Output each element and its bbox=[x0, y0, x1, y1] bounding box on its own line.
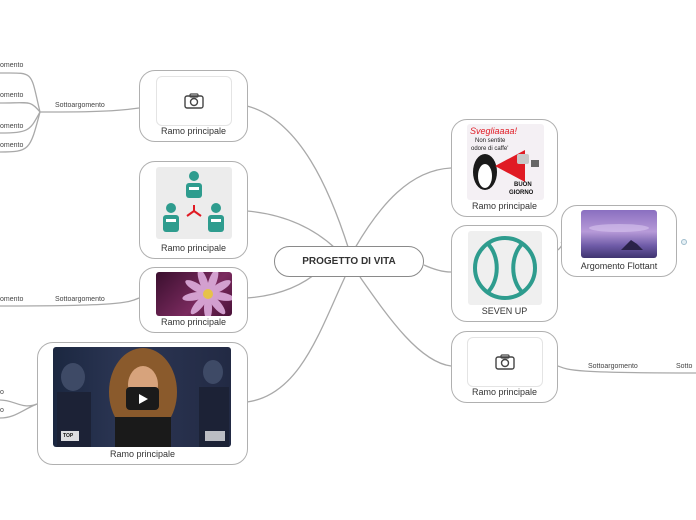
camera-icon bbox=[495, 354, 515, 370]
image-text-line: GIORNO bbox=[509, 190, 534, 196]
subtopic-label[interactable]: omento bbox=[0, 296, 24, 303]
image-placeholder bbox=[467, 337, 543, 387]
main-branch-flower[interactable]: Ramo principale bbox=[139, 267, 248, 333]
connector bbox=[0, 399, 38, 407]
image-text-line: BUON bbox=[514, 182, 532, 188]
subtopic-label[interactable]: omento bbox=[0, 123, 24, 130]
connector bbox=[0, 72, 41, 113]
branch-label: SEVEN UP bbox=[481, 306, 528, 316]
flower-image bbox=[156, 272, 232, 316]
collapse-handle[interactable] bbox=[681, 239, 687, 245]
subtopic-label[interactable]: Sottoargomento bbox=[55, 296, 105, 303]
flower-graphic bbox=[182, 272, 232, 316]
connector bbox=[557, 365, 696, 374]
tennis-ball-image bbox=[468, 231, 542, 305]
connector bbox=[423, 264, 452, 273]
branch-label: Ramo principale bbox=[471, 387, 538, 397]
subtopic-label[interactable]: omento bbox=[0, 92, 24, 99]
subtopic-label[interactable]: omento bbox=[0, 142, 24, 149]
main-branch-sveglia[interactable]: Svegliaaaa! Non sentite odore di caffe' … bbox=[451, 119, 558, 217]
main-branch-seven-up[interactable]: SEVEN UP bbox=[451, 225, 558, 322]
connector bbox=[359, 276, 452, 367]
camera-icon bbox=[184, 93, 204, 109]
main-branch-camera-left[interactable]: Ramo principale bbox=[139, 70, 248, 142]
branch-label: Ramo principale bbox=[160, 317, 227, 327]
central-topic-label: PROGETTO DI VITA bbox=[302, 256, 396, 267]
main-branch-people[interactable]: Ramo principale bbox=[139, 161, 248, 259]
connector bbox=[246, 105, 350, 251]
subtopic-label[interactable]: Sottoargomento bbox=[55, 102, 105, 109]
branch-label: Ramo principale bbox=[109, 449, 176, 459]
play-icon bbox=[138, 393, 148, 404]
channel-badge: TOP bbox=[63, 433, 74, 439]
branch-label: Ramo principale bbox=[160, 126, 227, 136]
image-text-line: Non sentite bbox=[475, 138, 506, 144]
video-thumbnail[interactable]: TOP bbox=[53, 347, 231, 447]
connector bbox=[49, 107, 140, 113]
landscape-image bbox=[581, 210, 657, 258]
subtopic-label[interactable]: o bbox=[0, 407, 4, 414]
connector bbox=[0, 111, 41, 134]
central-topic[interactable]: PROGETTO DI VITA bbox=[274, 246, 424, 277]
topic-label: Argomento Flottant bbox=[580, 261, 658, 271]
subtopic-label[interactable]: Sottoargomento bbox=[588, 363, 638, 370]
subtopic-label[interactable]: Sotto bbox=[676, 363, 693, 370]
tennis-ball-icon bbox=[473, 236, 537, 300]
connector bbox=[0, 297, 140, 307]
good-morning-image: Svegliaaaa! Non sentite odore di caffe' … bbox=[467, 124, 544, 200]
connector bbox=[0, 102, 41, 113]
connector bbox=[354, 167, 452, 249]
penguin-megaphone-graphic bbox=[473, 150, 539, 190]
connector bbox=[0, 403, 38, 419]
people-network-icon bbox=[163, 171, 224, 232]
sea-rock-graphic bbox=[589, 224, 649, 250]
connector bbox=[246, 210, 336, 249]
play-button[interactable] bbox=[126, 387, 159, 410]
people-network-image bbox=[156, 167, 232, 239]
connector bbox=[246, 276, 346, 403]
image-text-line: odore di caffe' bbox=[471, 146, 509, 152]
branch-label: Ramo principale bbox=[160, 243, 227, 253]
main-branch-camera-right[interactable]: Ramo principale bbox=[451, 331, 558, 403]
image-text-title: Svegliaaaa! bbox=[470, 126, 518, 136]
floating-topic[interactable]: Argomento Flottant bbox=[561, 205, 677, 277]
main-branch-video[interactable]: TOP Ramo principale bbox=[37, 342, 248, 465]
branch-label: Ramo principale bbox=[471, 201, 538, 211]
image-placeholder bbox=[156, 76, 232, 126]
subtopic-label[interactable]: o bbox=[0, 389, 4, 396]
subtopic-label[interactable]: omento bbox=[0, 62, 24, 69]
connector bbox=[0, 111, 41, 153]
